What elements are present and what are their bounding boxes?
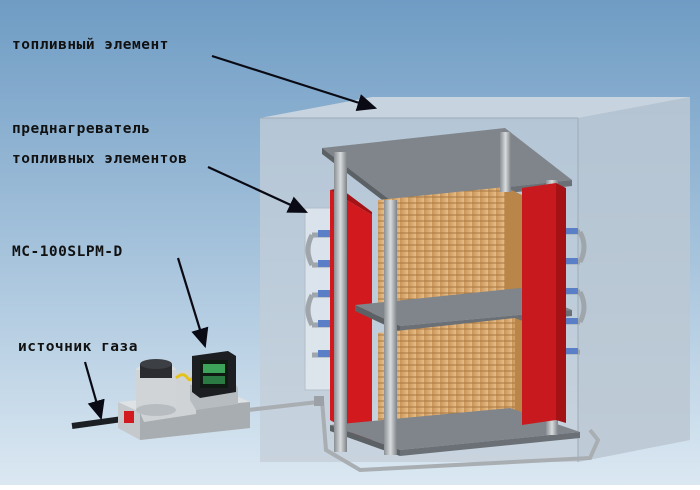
label-preheater-line1: преднагреватель [12, 121, 151, 137]
label-flow-controller-model: MC-100SLPM-D [12, 244, 123, 260]
heater-panel-right [522, 183, 556, 425]
label-preheater-line2: топливных элементов [12, 151, 188, 167]
label-gas-source: источник газа [18, 339, 138, 355]
label-fuel-element: топливный элемент [12, 37, 169, 53]
preheater-coil-right [566, 228, 587, 355]
callout-arrows [83, 54, 378, 421]
cell-stack-upper [378, 187, 522, 305]
mass-flow-controller [118, 351, 250, 440]
